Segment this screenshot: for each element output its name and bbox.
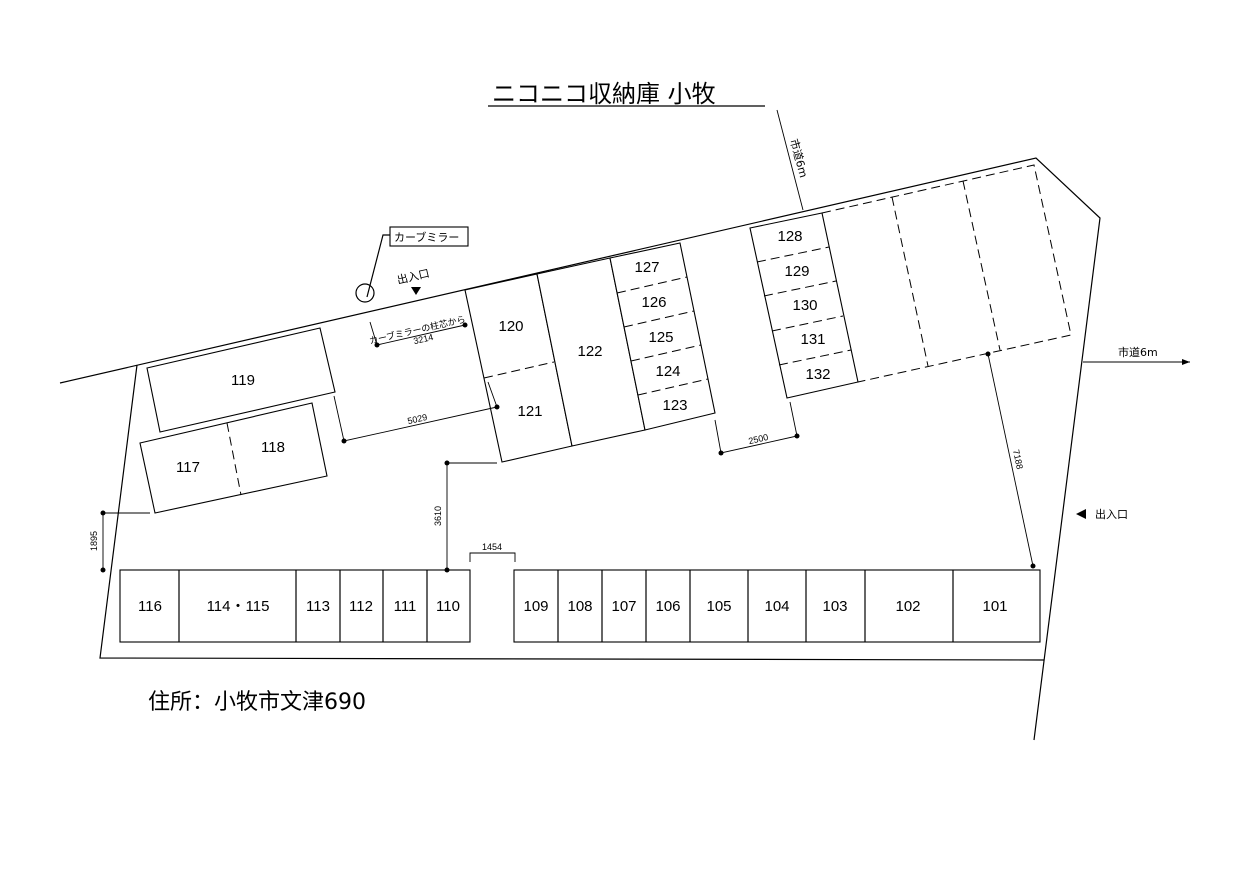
page-title: ニコニコ収納庫 小牧 <box>492 80 716 108</box>
unit-103[interactable]: 103 <box>822 598 847 615</box>
entrance-right-label: 出入口 <box>1095 507 1128 521</box>
unit-107[interactable]: 107 <box>611 598 636 615</box>
planned-area <box>821 164 1072 383</box>
road-top-label: 市道6m <box>787 137 811 179</box>
unit-label: 119 <box>231 372 255 389</box>
curve-mirror-label: カーブミラー <box>394 230 459 244</box>
unit-113[interactable]: 113 <box>306 598 330 615</box>
unit-label: 126 <box>641 294 666 311</box>
dim-3610: 3610 <box>433 506 443 526</box>
unit-label: 125 <box>648 329 673 346</box>
unit-106[interactable]: 106 <box>655 598 680 615</box>
unit-label: 130 <box>792 297 817 314</box>
unit-label: 128 <box>777 228 802 245</box>
unit-label: 132 <box>805 366 830 383</box>
unit-112[interactable]: 112 <box>349 598 373 615</box>
unit-119[interactable] <box>146 327 336 433</box>
address: 住所：小牧市文津690 <box>148 690 366 715</box>
unit-102[interactable]: 102 <box>895 598 920 615</box>
unit-105[interactable]: 105 <box>706 598 731 615</box>
dim-5029: 5029 <box>406 412 428 426</box>
unit-label: 121 <box>517 403 542 420</box>
unit-101[interactable]: 101 <box>982 598 1007 615</box>
dim-1454: 1454 <box>482 542 502 552</box>
units-123-127[interactable] <box>609 242 716 431</box>
site-boundary <box>99 364 1045 661</box>
entrance-arrow-icon <box>411 287 421 295</box>
unit-label: 124 <box>655 363 680 380</box>
unit-110[interactable]: 110 <box>436 598 460 615</box>
curve-mirror-box <box>389 226 469 247</box>
unit-114-115[interactable]: 114・115 <box>207 598 270 615</box>
dim-3214: 3214 <box>412 332 434 346</box>
unit-label: 118 <box>261 439 285 456</box>
unit-label: 117 <box>176 459 200 476</box>
curve-mirror-icon <box>355 283 375 303</box>
unit-label: 131 <box>800 331 825 348</box>
dim-7188: 7188 <box>1011 449 1025 471</box>
dim-1895: 1895 <box>89 531 99 551</box>
unit-label: 129 <box>784 263 809 280</box>
bottom-row-left <box>119 569 471 643</box>
unit-label: 123 <box>662 397 687 414</box>
unit-label: 127 <box>634 259 659 276</box>
unit-104[interactable]: 104 <box>764 598 789 615</box>
unit-109[interactable]: 109 <box>523 598 548 615</box>
road-right-label: 市道6m <box>1118 345 1158 359</box>
mirror-leader <box>366 234 390 298</box>
unit-111[interactable]: 111 <box>394 598 417 615</box>
unit-116[interactable]: 116 <box>138 598 162 615</box>
arrow-head-icon <box>1182 359 1190 365</box>
dim-2500: 2500 <box>747 432 769 446</box>
unit-label: 122 <box>577 343 602 360</box>
entrance-top-label: 出入口 <box>396 266 431 287</box>
road-top-arrow <box>776 109 804 211</box>
road-boundary <box>59 157 1101 741</box>
unit-108[interactable]: 108 <box>567 598 592 615</box>
entrance-arrow-icon <box>1076 509 1086 519</box>
unit-label: 120 <box>498 318 523 335</box>
